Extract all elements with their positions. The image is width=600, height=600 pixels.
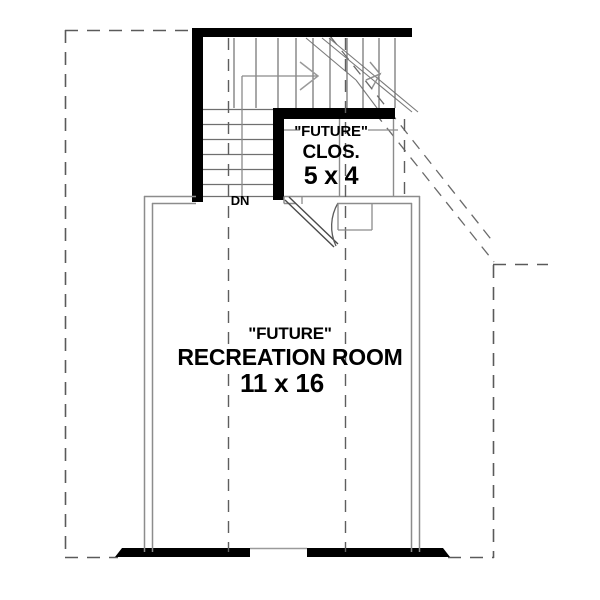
closet-dimensions-label: 5 x 4 bbox=[303, 162, 359, 190]
closet-future-label: "FUTURE" bbox=[294, 123, 368, 140]
stair-upper-run bbox=[233, 38, 396, 108]
recreation-room-name-label: RECREATION ROOM bbox=[177, 344, 403, 370]
stair-secondary-arrow-icon bbox=[365, 61, 382, 89]
hip-roof-dashed-lines bbox=[329, 35, 495, 263]
bottom-exterior-wall bbox=[115, 548, 450, 557]
recreation-room-future-label: "FUTURE" bbox=[248, 324, 332, 343]
stair-walk-line bbox=[241, 75, 318, 196]
closet-door bbox=[284, 196, 339, 248]
closet-name-label: CLOS. bbox=[302, 142, 360, 163]
stair-lower-run bbox=[203, 108, 274, 198]
stair-ceiling-diagonals bbox=[305, 37, 419, 113]
closet-door-swing-arc bbox=[331, 202, 339, 247]
closet-thin-walls bbox=[338, 119, 395, 197]
roof-outline-dashed bbox=[64, 29, 548, 559]
recreation-room-dimensions-label: 11 x 16 bbox=[240, 368, 324, 398]
exterior-walls-thick bbox=[192, 28, 412, 202]
recreation-room-walls bbox=[143, 195, 421, 552]
interior-dashed-centerlines bbox=[227, 38, 406, 552]
stair-direction-label: DN bbox=[230, 193, 250, 208]
framing-marks bbox=[284, 129, 398, 231]
stair-direction-arrow-icon bbox=[299, 61, 320, 91]
